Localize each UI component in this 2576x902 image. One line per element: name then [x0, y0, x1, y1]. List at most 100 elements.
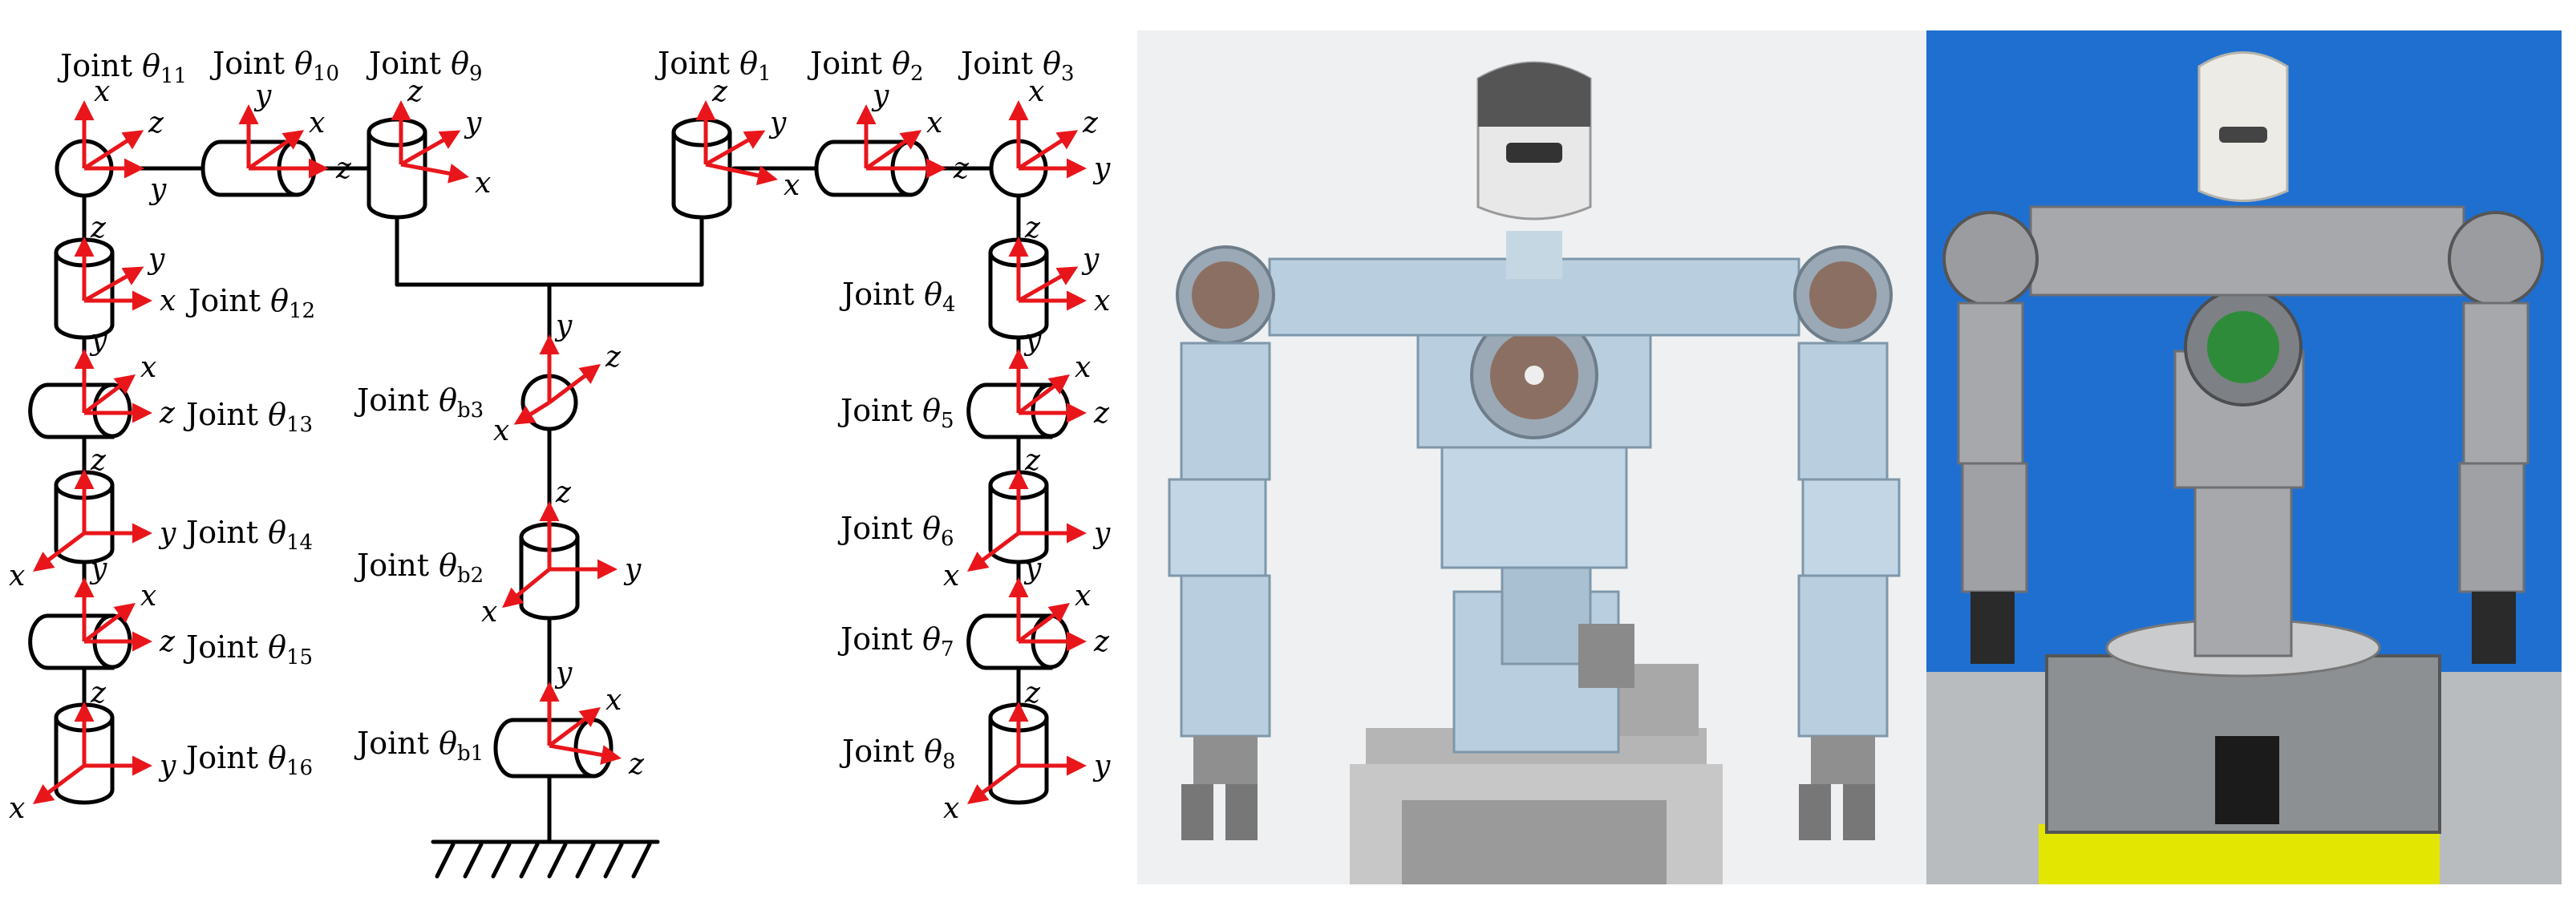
axis-label-x: x	[481, 596, 497, 629]
frame-joint-10: yxz	[238, 79, 352, 185]
axis-label-z: z	[1093, 397, 1110, 430]
axis-arrow-x	[548, 707, 601, 747]
axis-arrow-x	[865, 130, 922, 171]
frame-joint-16: z y x	[9, 677, 176, 825]
label-joint-3: Joint θ3	[958, 46, 1075, 86]
axis-label-y: y	[1092, 517, 1111, 550]
axis-label-z: z	[711, 75, 728, 108]
axis-arrow-x	[83, 374, 136, 415]
axis-label-y: y	[1081, 243, 1100, 276]
frame-joint-1: z yx	[695, 75, 800, 202]
cad-render-image	[1137, 30, 1926, 884]
frame-joint-3: x zy	[1008, 75, 1111, 185]
label-joint-b3: Joint θb3	[354, 382, 484, 423]
label-joint-6: Joint θ6	[837, 511, 954, 551]
label-joint-b1: Joint θb1	[354, 726, 484, 766]
axis-label-z: z	[159, 397, 176, 430]
label-joint-10: Joint θ10	[209, 46, 339, 86]
axis-label-y: y	[148, 173, 167, 206]
axis-arrow-x	[33, 532, 86, 572]
axis-label-x: x	[140, 351, 156, 384]
label-joint-13: Joint θ13	[183, 397, 313, 437]
axis-label-z: z	[1024, 677, 1041, 710]
axis-arrow-x	[400, 162, 469, 184]
axis-label-z: z	[148, 107, 164, 140]
axis-arrow-x	[1017, 603, 1070, 643]
axis-arrow-x	[247, 130, 305, 171]
axis-label-y: y	[147, 243, 165, 276]
axis-label-y: y	[768, 107, 787, 140]
axis-label-x: x	[1094, 285, 1110, 318]
frame-joint-9: zyx	[391, 75, 491, 200]
axis-arrow-z	[1017, 130, 1079, 171]
frame-joint-7: yxz	[1008, 552, 1110, 658]
axis-label-z: z	[1093, 625, 1110, 658]
real-robot	[1942, 51, 2544, 884]
axis-arrow-x	[967, 532, 1020, 572]
axis-label-y: y	[554, 309, 573, 342]
axis-label-y: y	[871, 79, 889, 112]
axis-label-x: x	[926, 107, 942, 140]
axis-arrow-x	[705, 162, 778, 186]
frame-joint-8: z y x	[943, 677, 1111, 825]
axis-label-y: y	[1092, 750, 1111, 783]
axis-label-y: y	[1092, 152, 1111, 185]
axis-label-x: x	[606, 684, 622, 717]
label-joint-1: Joint θ1	[654, 46, 772, 86]
axis-label-x: x	[784, 169, 800, 202]
axis-arrow-x	[83, 603, 136, 643]
axis-label-y: y	[554, 657, 573, 690]
axis-label-x: x	[94, 75, 110, 108]
label-joint-12: Joint θ12	[185, 283, 315, 323]
axis-label-z: z	[335, 152, 352, 185]
axis-label-y: y	[89, 552, 107, 585]
axis-label-y: y	[623, 553, 642, 586]
axis-label-z: z	[159, 625, 176, 658]
frame-joint-5: yxz	[1008, 324, 1110, 430]
axis-label-y: y	[253, 79, 272, 112]
frame-joint-15: yxz	[74, 552, 176, 658]
frame-joint-b3: yzx	[493, 309, 622, 447]
axis-label-x: x	[1028, 75, 1044, 108]
label-joint-11: Joint θ11	[57, 48, 187, 88]
axis-label-z: z	[1082, 107, 1099, 140]
frame-joint-2: y xz	[856, 79, 970, 185]
real-robot-photo	[1926, 30, 2562, 884]
label-joint-5: Joint θ5	[837, 393, 954, 433]
label-joint-14: Joint θ14	[183, 515, 313, 555]
axis-label-x: x	[9, 792, 25, 825]
frame-joint-b2: z y x	[481, 476, 642, 629]
joint-cylinder-1	[671, 117, 732, 220]
axis-label-z: z	[628, 748, 645, 781]
axis-label-y: y	[158, 750, 176, 783]
label-joint-4: Joint θ4	[839, 277, 956, 317]
joint-cylinder-9	[367, 117, 427, 220]
label-joint-2: Joint θ2	[807, 46, 924, 86]
frame-joint-b1: yxz	[539, 657, 645, 781]
axis-label-z: z	[953, 152, 970, 185]
frame-joint-6: zyx	[943, 444, 1111, 593]
axis-label-z: z	[90, 677, 107, 710]
axis-label-x: x	[1075, 580, 1091, 613]
frame-joint-13: yxz	[74, 324, 176, 430]
axis-label-y: y	[89, 324, 107, 357]
axis-label-z: z	[407, 75, 423, 108]
axis-arrow-z	[548, 364, 601, 404]
axis-label-z: z	[90, 212, 107, 245]
axis-label-x: x	[1075, 351, 1091, 384]
axis-arrow-x	[1017, 374, 1070, 415]
axis-label-y: y	[1023, 552, 1042, 585]
axis-label-x: x	[943, 560, 959, 593]
label-joint-15: Joint θ15	[183, 629, 313, 669]
axis-label-z: z	[555, 476, 572, 509]
axis-label-x: x	[9, 560, 25, 593]
kinematic-diagram: xzyyxzzyxzyxyxzxzyzyxzyxyxzyxzzyxzyxyxzy…	[9, 46, 1111, 879]
axis-arrow-z	[83, 130, 144, 171]
frame-joint-4: zyx	[1008, 212, 1110, 318]
axis-arrow-y	[83, 266, 144, 303]
axis-label-x: x	[943, 792, 959, 825]
axis-arrow-y	[704, 130, 766, 167]
axis-arrow-y	[399, 130, 461, 167]
label-joint-8: Joint θ8	[839, 734, 956, 774]
